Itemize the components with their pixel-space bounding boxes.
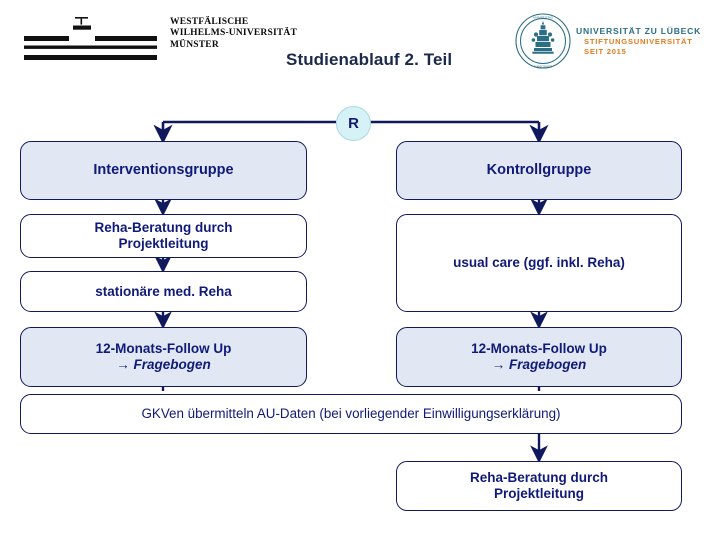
box-gkv-au-daten[interactable]: GKVen übermitteln AU-Daten (bei vorliege…	[20, 394, 682, 434]
box-followup-intervention-line-1: 12-Monats-Follow Up	[95, 341, 232, 357]
box-reha-beratung-1[interactable]: Reha-Beratung durch Projektleitung	[20, 214, 307, 258]
muenster-mark-icon	[24, 17, 157, 60]
box-usual-care[interactable]: usual care (ggf. inkl. Reha)	[396, 214, 682, 312]
box-reha-beratung-2-text: Reha-Beratung durch Projektleitung	[462, 470, 616, 502]
box-reha-beratung-1-line-2: Projektleitung	[118, 236, 209, 251]
box-followup-intervention-text: 12-Monats-Follow Up → Fragebogen	[88, 341, 240, 373]
luebeck-line-2: STIFTUNGSUNIVERSITÄT	[584, 37, 693, 46]
box-followup-kontrolle-text: 12-Monats-Follow Up → Fragebogen	[463, 341, 615, 373]
box-stationaere-reha-label: stationäre med. Reha	[95, 283, 232, 299]
luebeck-seal-icon: UNIVERSITAS LUBECENSIS	[515, 13, 571, 69]
box-followup-kontrolle-line-2: → Fragebogen	[491, 357, 587, 372]
box-followup-intervention[interactable]: 12-Monats-Follow Up → Fragebogen	[20, 327, 307, 387]
box-interventionsgruppe[interactable]: Interventionsgruppe	[20, 141, 307, 200]
box-interventionsgruppe-label: Interventionsgruppe	[93, 161, 234, 178]
luebeck-line-1: UNIVERSITÄT ZU LÜBECK	[576, 26, 702, 36]
box-gkv-au-daten-label: GKVen übermitteln AU-Daten (bei vorliege…	[141, 406, 561, 422]
svg-text:UNIVERSITAS: UNIVERSITAS	[533, 15, 553, 19]
box-followup-kontrolle-line-1: 12-Monats-Follow Up	[471, 341, 607, 357]
box-kontrollgruppe[interactable]: Kontrollgruppe	[396, 141, 682, 200]
box-reha-beratung-2-line-2: Projektleitung	[493, 486, 584, 501]
box-reha-beratung-1-line-1: Reha-Beratung durch	[94, 220, 233, 236]
muenster-line-1: Westfälische	[170, 17, 249, 27]
luebeck-line-3: SEIT 2015	[584, 47, 627, 56]
svg-text:LUBECENSIS: LUBECENSIS	[534, 64, 553, 68]
box-usual-care-label: usual care (ggf. inkl. Reha)	[453, 255, 625, 271]
box-reha-beratung-1-text: Reha-Beratung durch Projektleitung	[86, 220, 240, 252]
muenster-line-2: Wilhelms-Universität	[170, 28, 297, 39]
muenster-line-3: Münster	[170, 39, 219, 50]
box-reha-beratung-2-line-1: Reha-Beratung durch	[469, 470, 608, 486]
box-kontrollgruppe-label: Kontrollgruppe	[486, 161, 592, 178]
randomization-node[interactable]: R	[336, 106, 371, 141]
page-title: Studienablauf 2. Teil	[286, 50, 453, 69]
logo-uni-luebeck: UNIVERSITAS LUBECENSIS UNIVERSITÄT ZU LÜ…	[514, 8, 714, 74]
box-stationaere-reha[interactable]: stationäre med. Reha	[20, 271, 307, 312]
randomization-label: R	[348, 115, 359, 132]
logo-uni-muenster: Westfälische Wilhelms-Universität Münste…	[18, 12, 297, 70]
luebeck-wordmark: UNIVERSITÄT ZU LÜBECK STIFTUNGSUNIVERSIT…	[576, 26, 701, 56]
box-followup-kontrolle[interactable]: 12-Monats-Follow Up → Fragebogen	[396, 327, 682, 387]
muenster-wordmark: Westfälische Wilhelms-Universität Münste…	[170, 17, 297, 51]
box-followup-intervention-line-2: → Fragebogen	[116, 357, 211, 372]
box-reha-beratung-2[interactable]: Reha-Beratung durch Projektleitung	[396, 461, 682, 511]
